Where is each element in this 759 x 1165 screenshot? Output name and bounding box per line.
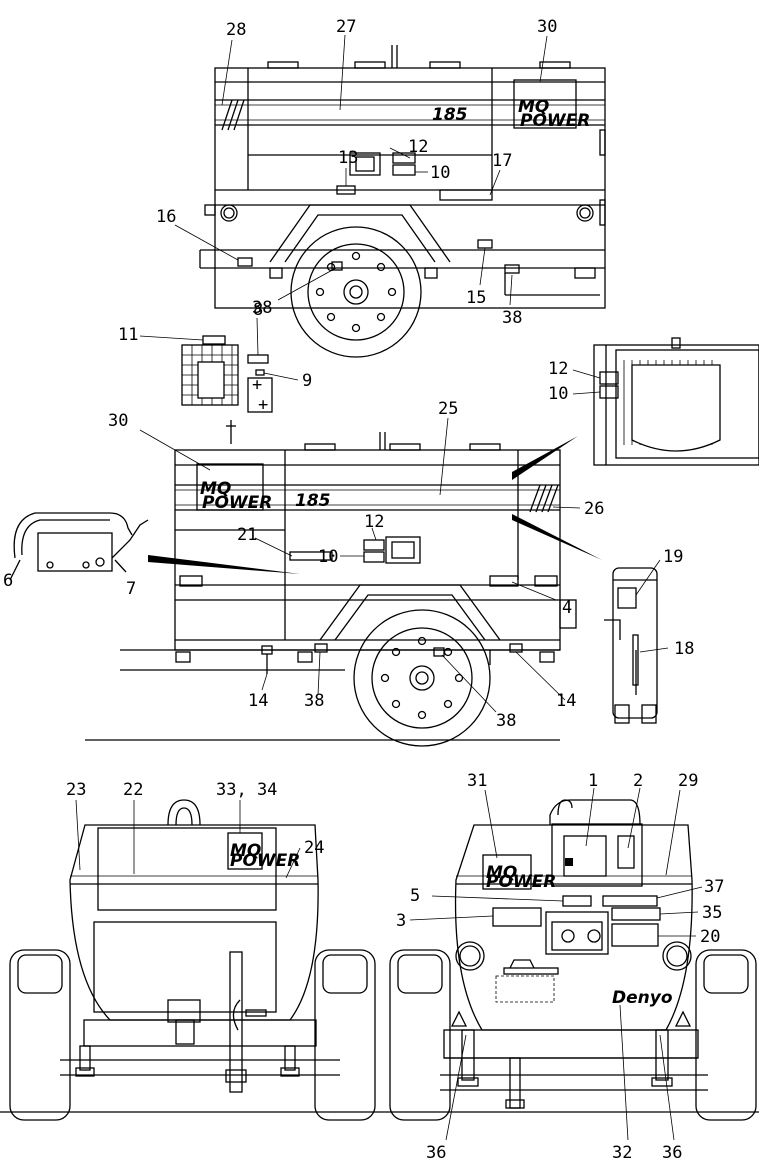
bracket-detail: 6 7 bbox=[3, 512, 149, 599]
battery-plus: + bbox=[252, 375, 262, 395]
callout-9: 9 bbox=[302, 371, 312, 391]
callout-10-mid: 10 bbox=[318, 547, 338, 567]
rear-logo: MQ POWER bbox=[482, 854, 556, 892]
callout-18: 18 bbox=[674, 639, 694, 659]
logo-mark-text: MQ bbox=[230, 841, 261, 861]
callout-5: 5 bbox=[410, 886, 420, 906]
callout-38-d: 38 bbox=[496, 711, 516, 731]
callout-4: 4 bbox=[562, 598, 572, 618]
callout-7: 7 bbox=[126, 579, 136, 599]
callout-29: 29 bbox=[678, 771, 698, 791]
callout-32: 32 bbox=[612, 1143, 632, 1163]
top-side-view: MQ POWER 185 28 27 30 12 10 13 17 16 38 … bbox=[156, 17, 606, 358]
callout-23: 23 bbox=[66, 780, 86, 800]
callout-21: 21 bbox=[237, 525, 257, 545]
callout-10-door: 10 bbox=[548, 384, 568, 404]
callout-36-b: 36 bbox=[662, 1143, 682, 1163]
logo-word-text: POWER bbox=[230, 851, 300, 871]
mq-logo-top: MQ POWER bbox=[513, 79, 590, 131]
callout-3: 3 bbox=[396, 911, 406, 931]
callout-6: 6 bbox=[3, 571, 13, 591]
callout-12-mid: 12 bbox=[364, 512, 384, 532]
callout-1: 1 bbox=[588, 771, 598, 791]
callout-26: 26 bbox=[584, 499, 604, 519]
side-door-detail: 12 10 bbox=[548, 337, 759, 466]
callout-14-b: 14 bbox=[556, 691, 576, 711]
front-view: MQ POWER 23 22 33, 34 24 bbox=[0, 780, 380, 1121]
callout-12-door: 12 bbox=[548, 359, 568, 379]
callout-37: 37 bbox=[704, 877, 724, 897]
callout-16: 16 bbox=[156, 207, 176, 227]
callout-22: 22 bbox=[123, 780, 143, 800]
callout-38-c: 38 bbox=[304, 691, 324, 711]
callout-20: 20 bbox=[700, 927, 720, 947]
logo-mark-text: MQ bbox=[486, 863, 517, 883]
middle-side-view: MQ POWER 185 30 25 21 12 10 26 4 14 38 3… bbox=[85, 399, 604, 747]
logo-mark-text: MQ bbox=[200, 479, 231, 499]
callout-30-mid: 30 bbox=[108, 411, 128, 431]
model-number-middle: 185 bbox=[295, 491, 331, 511]
callout-12: 12 bbox=[408, 137, 428, 157]
callout-8: 8 bbox=[253, 300, 263, 320]
callout-30: 30 bbox=[537, 17, 557, 37]
callout-35: 35 bbox=[702, 903, 722, 923]
brand-plate: Denyo bbox=[612, 988, 673, 1008]
model-number-top: 185 bbox=[432, 105, 468, 125]
callout-28: 28 bbox=[226, 20, 246, 40]
callout-11: 11 bbox=[118, 325, 138, 345]
logo-mark-text: MQ bbox=[518, 97, 549, 117]
rear-view: MQ POWER Denyo bbox=[380, 771, 759, 1163]
callout-38-b: 38 bbox=[502, 308, 522, 328]
callout-24: 24 bbox=[304, 838, 324, 858]
callout-15: 15 bbox=[466, 288, 486, 308]
battery-detail: + + 11 8 9 bbox=[118, 300, 312, 444]
callout-17: 17 bbox=[492, 151, 512, 171]
callout-2: 2 bbox=[633, 771, 643, 791]
logo-word-text: POWER bbox=[486, 872, 556, 892]
filter-detail: 19 18 bbox=[604, 547, 694, 724]
callout-27: 27 bbox=[336, 17, 356, 37]
battery-minus: + bbox=[258, 395, 268, 415]
callout-31: 31 bbox=[467, 771, 487, 791]
callout-13: 13 bbox=[338, 148, 358, 168]
callout-14-a: 14 bbox=[248, 691, 268, 711]
callout-19: 19 bbox=[663, 547, 683, 567]
mq-logo-middle: MQ POWER bbox=[196, 463, 272, 513]
logo-word-text: POWER bbox=[202, 493, 272, 513]
callout-36-a: 36 bbox=[426, 1143, 446, 1163]
logo-word-text: POWER bbox=[520, 111, 590, 131]
callout-33-34: 33, 34 bbox=[216, 780, 277, 800]
front-logo-plate: MQ POWER bbox=[227, 832, 300, 871]
callout-38-a: 38 bbox=[252, 298, 272, 318]
callout-10: 10 bbox=[430, 163, 450, 183]
callout-25: 25 bbox=[438, 399, 458, 419]
